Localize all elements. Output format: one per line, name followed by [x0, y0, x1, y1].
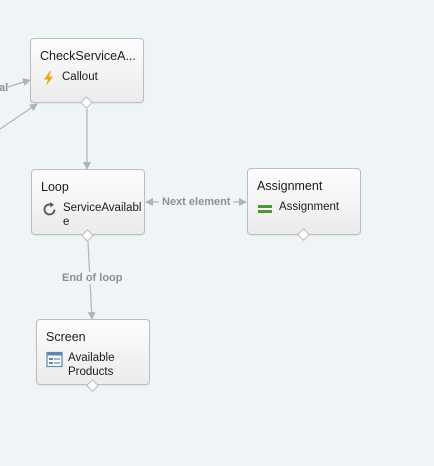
- loop-node[interactable]: Loop ServiceAvailabl e: [31, 169, 145, 235]
- next-element-label: Next element: [159, 196, 234, 208]
- node-type-label: Callout: [62, 71, 98, 83]
- node-title: Assignment: [257, 179, 323, 193]
- lightning-bolt-icon: [40, 70, 57, 87]
- node-title: Screen: [46, 330, 86, 344]
- node-title: CheckServiceA...: [40, 49, 136, 63]
- incoming-connector-label: al: [0, 82, 9, 94]
- assignment-node[interactable]: Assignment Assignment: [247, 168, 361, 235]
- end-of-loop-label: End of loop: [60, 272, 125, 284]
- screen-node[interactable]: Screen Available Products: [36, 319, 150, 385]
- connector-incoming-lower[interactable]: [0, 103, 38, 130]
- node-screen-label: Available Products: [68, 352, 115, 378]
- callout-node-check-service[interactable]: CheckServiceA... Callout: [30, 38, 144, 103]
- assignment-bars-icon: [257, 200, 274, 217]
- node-type-label: Assignment: [279, 201, 340, 213]
- screen-window-icon: [46, 351, 63, 368]
- node-collection-label: ServiceAvailabl e: [63, 202, 142, 228]
- node-title: Loop: [41, 180, 69, 194]
- loop-arrow-icon: [41, 201, 58, 218]
- connector-incoming-top[interactable]: [7, 78, 31, 88]
